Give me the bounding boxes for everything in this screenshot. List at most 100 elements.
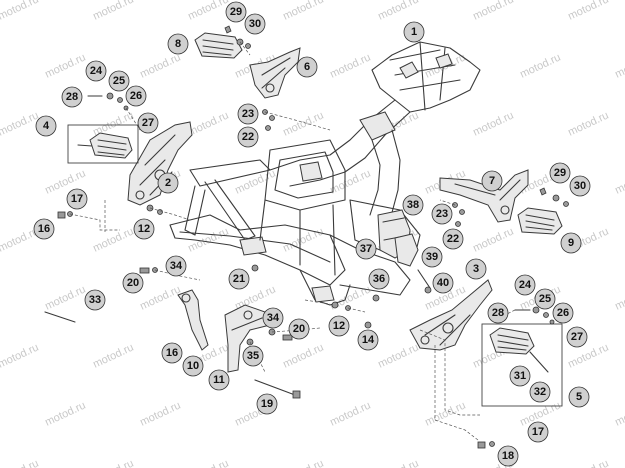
callout-7: 7 bbox=[481, 170, 503, 192]
callout-12a: 12 bbox=[133, 218, 155, 240]
callout-circle bbox=[237, 126, 259, 148]
callout-number: 16 bbox=[38, 223, 50, 235]
footpeg-part bbox=[67, 124, 139, 164]
callout-circle bbox=[465, 258, 487, 280]
callout-number: 37 bbox=[360, 243, 372, 255]
callout-number: 20 bbox=[293, 323, 305, 335]
callout-circle bbox=[534, 288, 556, 310]
callout-number: 16 bbox=[166, 347, 178, 359]
watermark-text: motod.ru bbox=[613, 283, 625, 312]
callout-number: 32 bbox=[534, 386, 546, 398]
callout-number: 22 bbox=[242, 131, 254, 143]
callout-39: 39 bbox=[421, 246, 443, 268]
callout-circle bbox=[225, 1, 247, 23]
watermark-text: motod.ru bbox=[518, 51, 562, 80]
callout-circle bbox=[355, 238, 377, 260]
watermark-text: motod.ru bbox=[281, 109, 325, 138]
callout-circle bbox=[421, 246, 443, 268]
callout-number: 20 bbox=[127, 277, 139, 289]
callout-circle bbox=[487, 302, 509, 324]
callout-circle bbox=[165, 255, 187, 277]
callout-circle bbox=[125, 85, 147, 107]
callout-circle bbox=[262, 307, 284, 329]
callout-circle bbox=[368, 268, 390, 290]
watermark-text: motod.ru bbox=[376, 0, 420, 23]
callout-circle bbox=[33, 218, 55, 240]
callout-number: 1 bbox=[411, 26, 417, 38]
watermark-text: motod.ru bbox=[376, 457, 420, 468]
callout-circle bbox=[208, 369, 230, 391]
callout-number: 6 bbox=[304, 61, 310, 73]
callout-circle bbox=[256, 393, 278, 415]
watermark-text: motod.ru bbox=[91, 0, 135, 23]
callout-number: 23 bbox=[242, 108, 254, 120]
callout-34b: 34 bbox=[262, 307, 284, 329]
callout-number: 39 bbox=[426, 251, 438, 263]
callout-circle bbox=[133, 218, 155, 240]
footpeg-part bbox=[481, 323, 563, 407]
watermark-text: motod.ru bbox=[0, 109, 41, 138]
callout-38: 38 bbox=[402, 194, 424, 216]
callout-number: 3 bbox=[473, 263, 479, 275]
watermark-text: motod.ru bbox=[91, 457, 135, 468]
watermark-text: motod.ru bbox=[43, 51, 87, 80]
watermark-text: motod.ru bbox=[281, 457, 325, 468]
callout-29b: 29 bbox=[549, 162, 571, 184]
callout-26b: 26 bbox=[552, 302, 574, 324]
callout-number: 28 bbox=[492, 307, 504, 319]
callout-20b: 20 bbox=[288, 318, 310, 340]
callout-21: 21 bbox=[228, 268, 250, 290]
callout-number: 23 bbox=[436, 208, 448, 220]
callout-number: 9 bbox=[568, 237, 574, 249]
callout-34a: 34 bbox=[165, 255, 187, 277]
watermark-text: motod.ru bbox=[566, 109, 610, 138]
passenger-footrest-bracket-part bbox=[439, 169, 529, 223]
callout-24a: 24 bbox=[85, 60, 107, 82]
callout-number: 22 bbox=[447, 233, 459, 245]
watermark-text: motod.ru bbox=[566, 457, 610, 468]
watermark-text: motod.ru bbox=[613, 167, 625, 196]
callout-circle bbox=[122, 272, 144, 294]
passenger-footrest-bracket-part bbox=[249, 47, 301, 99]
callout-18: 18 bbox=[497, 445, 519, 467]
bolt-part bbox=[44, 311, 76, 323]
callout-28b: 28 bbox=[487, 302, 509, 324]
watermark-text: motod.ru bbox=[138, 283, 182, 312]
callout-25b: 25 bbox=[534, 288, 556, 310]
callout-number: 2 bbox=[165, 177, 171, 189]
callout-circle bbox=[182, 355, 204, 377]
watermark-text: motod.ru bbox=[613, 399, 625, 428]
callout-circle bbox=[552, 302, 574, 324]
watermark-text: motod.ru bbox=[0, 341, 41, 370]
watermark-text: motod.ru bbox=[328, 399, 372, 428]
watermark-text: motod.ru bbox=[91, 225, 135, 254]
callout-23b: 23 bbox=[431, 203, 453, 225]
callout-17b: 17 bbox=[527, 421, 549, 443]
callout-16b: 16 bbox=[161, 342, 183, 364]
watermark-text: motod.ru bbox=[138, 51, 182, 80]
callout-number: 19 bbox=[261, 398, 273, 410]
watermark-text: motod.ru bbox=[328, 167, 372, 196]
watermark-text: motod.ru bbox=[471, 225, 515, 254]
watermark-text: motod.ru bbox=[328, 51, 372, 80]
footpeg-part bbox=[194, 32, 243, 59]
callout-circle bbox=[568, 386, 590, 408]
callout-number: 7 bbox=[489, 175, 495, 187]
callout-number: 27 bbox=[142, 117, 154, 129]
callout-circle bbox=[66, 188, 88, 210]
callout-19: 19 bbox=[256, 393, 278, 415]
watermark-text: motod.ru bbox=[376, 341, 420, 370]
callout-25a: 25 bbox=[108, 70, 130, 92]
leader-lines bbox=[69, 41, 516, 441]
callout-circle bbox=[288, 318, 310, 340]
callout-circle bbox=[509, 365, 531, 387]
callout-8: 8 bbox=[167, 33, 189, 55]
watermark-text: motod.ru bbox=[423, 399, 467, 428]
callout-31: 31 bbox=[509, 365, 531, 387]
callout-circle bbox=[84, 289, 106, 311]
main-frame-part bbox=[169, 41, 481, 306]
watermark-text: motod.ru bbox=[613, 51, 625, 80]
fastener-group bbox=[57, 25, 569, 449]
callout-40: 40 bbox=[432, 272, 454, 294]
callout-22b: 22 bbox=[442, 228, 464, 250]
